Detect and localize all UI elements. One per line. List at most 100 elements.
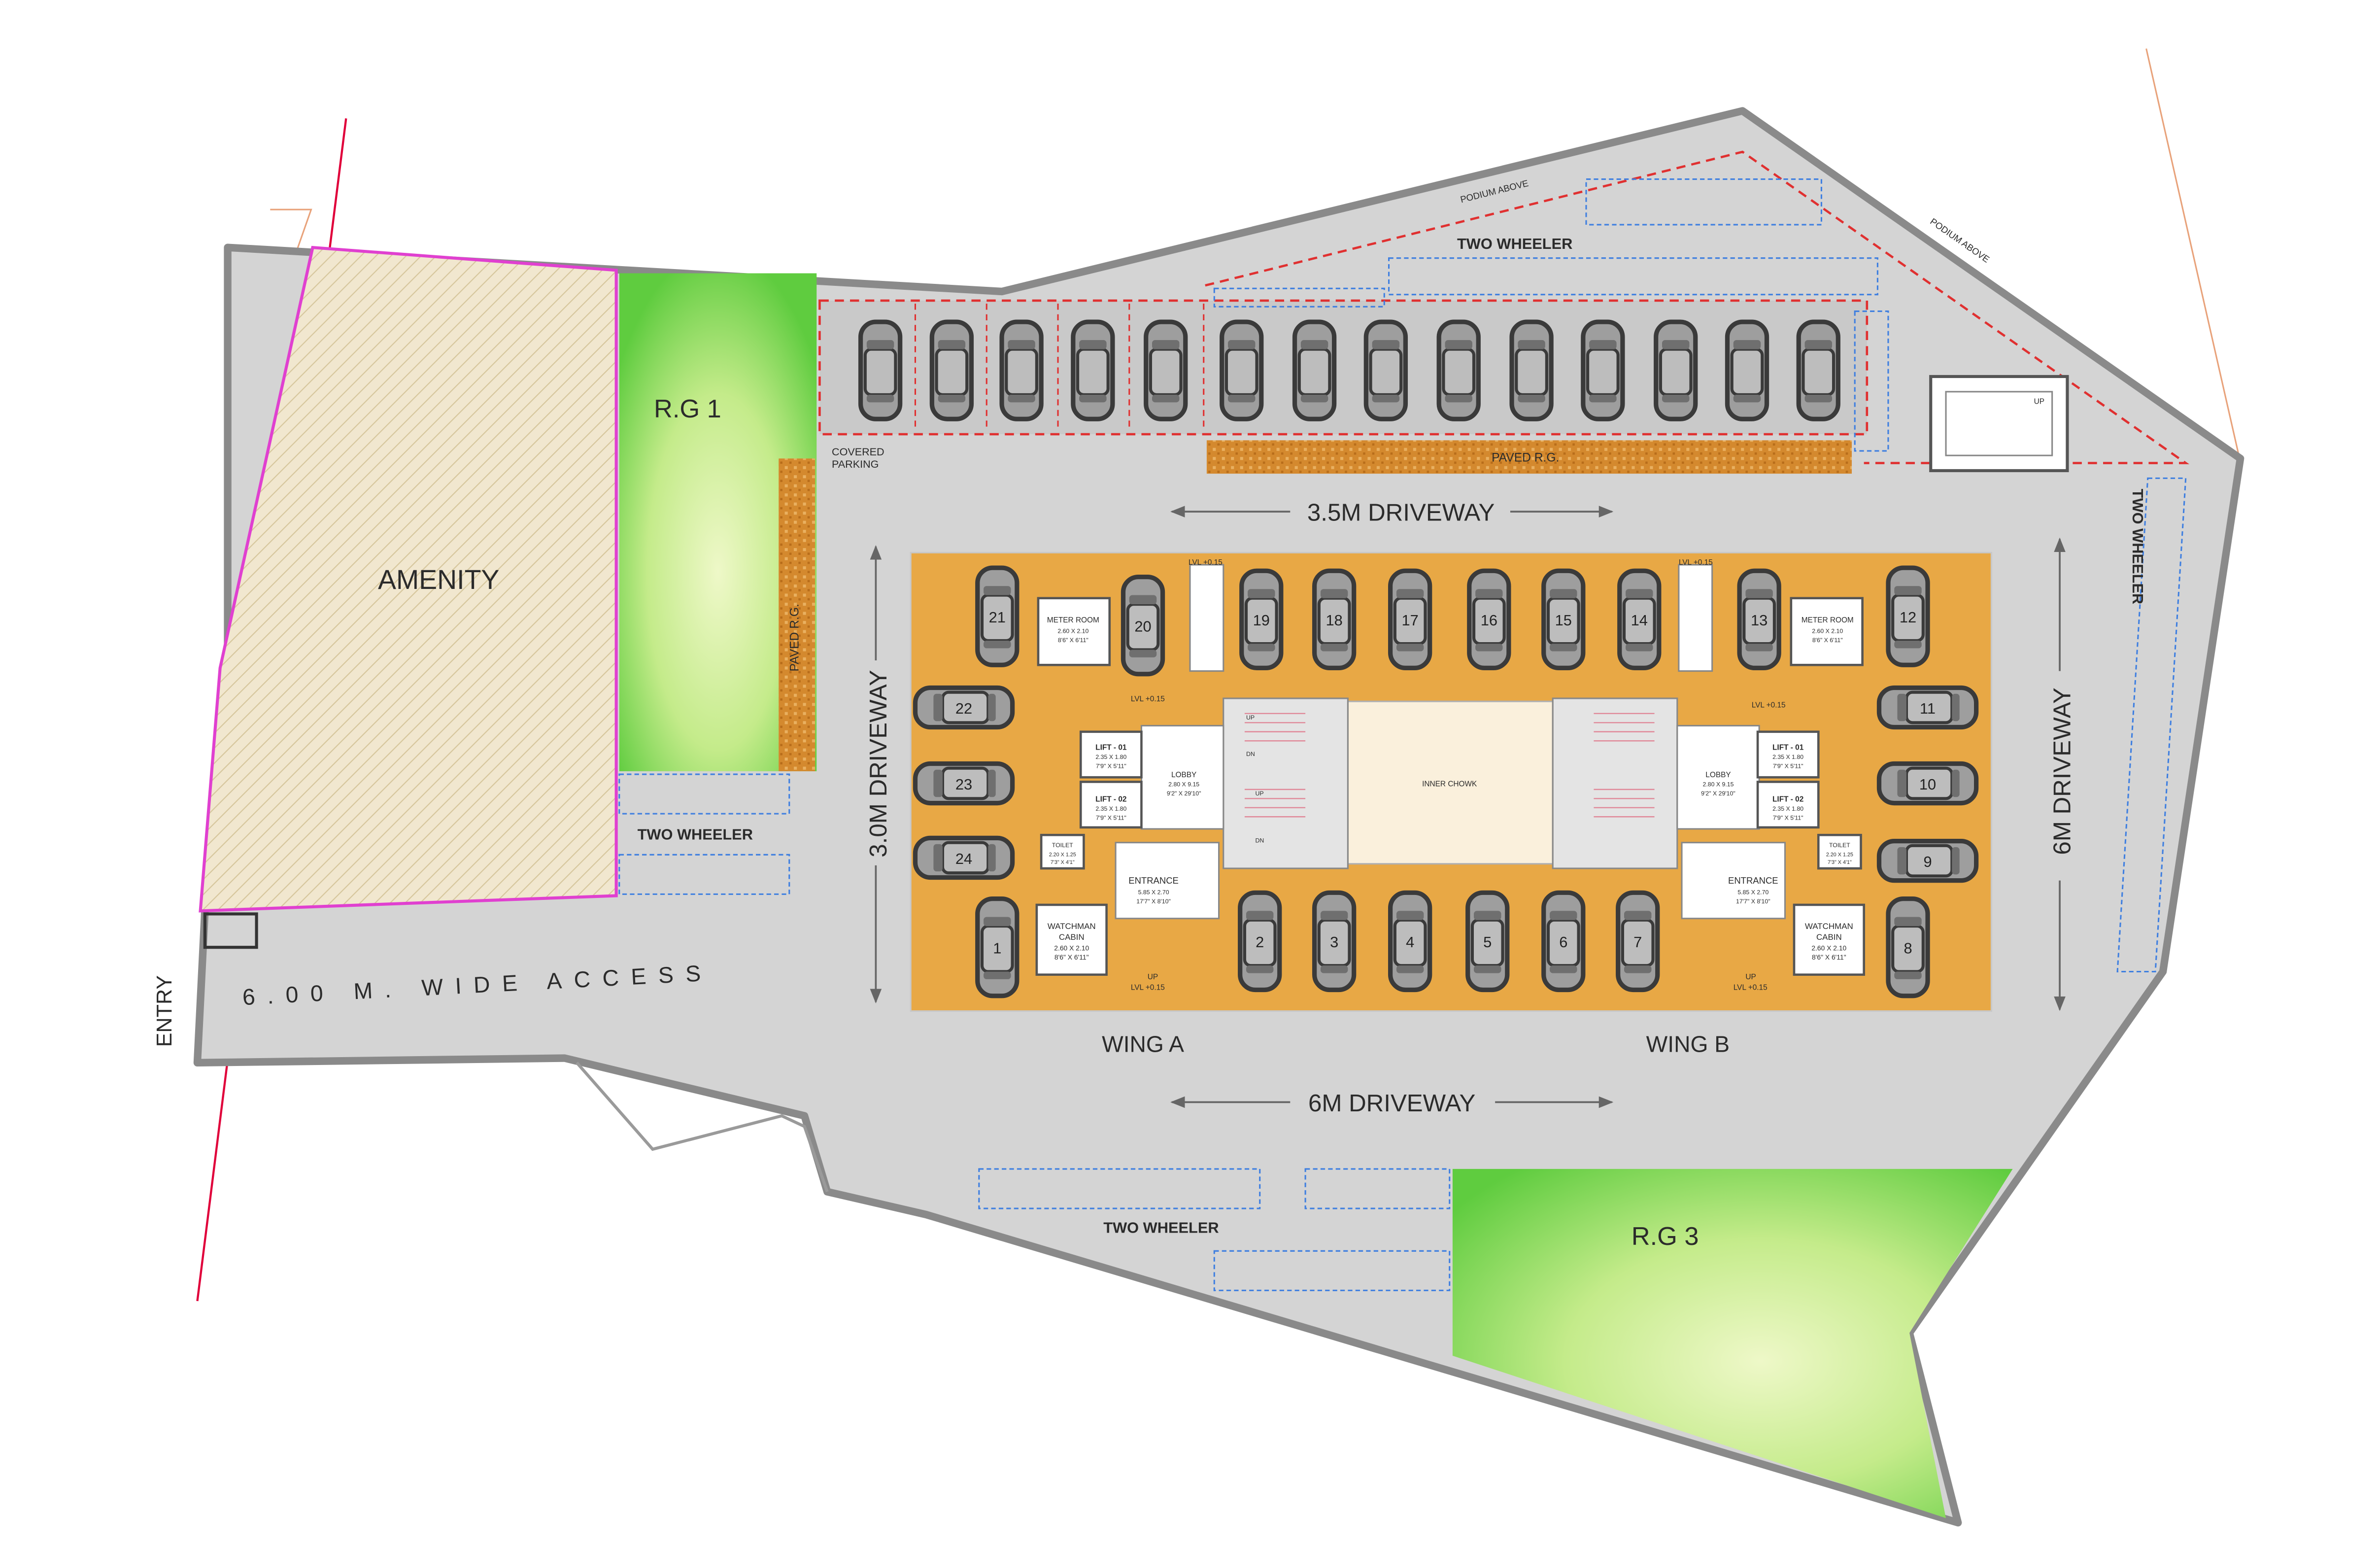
meter-room-a-dim: 2.60 X 2.10	[1057, 628, 1088, 635]
two-wheeler-bay-top	[1213, 178, 1889, 452]
paved-rg-strip-left	[779, 458, 816, 771]
entrance-b-name: ENTRANCE	[1728, 875, 1778, 886]
up-b-bot: UP	[1745, 973, 1756, 981]
lvl-a-bot: LVL +0.15	[1131, 983, 1165, 992]
two-wheeler-label-top: TWO WHEELER	[1457, 235, 1572, 252]
parking-number-22: 22	[955, 700, 972, 717]
lvl-b-bot: LVL +0.15	[1734, 983, 1768, 992]
lift-02-a-dim: 2.35 X 1.80	[1095, 805, 1126, 812]
toilet-b-dim: 2.20 X 1.25	[1826, 852, 1853, 858]
two-wheeler-label-right: TWO WHEELER	[2129, 489, 2146, 604]
wing-a-label: WING A	[1102, 1031, 1184, 1057]
covered-parking-area	[818, 299, 1869, 436]
entrance-a-imp: 17'7" X 8'10"	[1136, 898, 1171, 905]
lvl-b-mid: LVL +0.15	[1752, 701, 1786, 710]
two-wheeler-bay-left	[618, 773, 790, 895]
lobby-b-name: LOBBY	[1705, 771, 1731, 779]
driveway-35-label: 3.5M DRIVEWAY	[1307, 499, 1495, 526]
dn-a-stair2: DN	[1255, 837, 1264, 844]
podium-above-outline	[1205, 150, 2190, 464]
top-parking-bay-lines	[914, 304, 1205, 431]
stair-landing	[1945, 391, 2053, 456]
parking-number-18: 18	[1326, 612, 1343, 629]
lift-01-b-imp: 7'9" X 5'11"	[1773, 763, 1803, 770]
parking-number-2: 2	[1256, 933, 1264, 951]
toilet-a-imp: 7'3" X 4'1"	[1051, 859, 1075, 865]
staircases	[1244, 713, 1655, 818]
entrance-a-name: ENTRANCE	[1128, 875, 1179, 886]
lobby-a-dim: 2.80 X 9.15	[1168, 781, 1199, 788]
parking-number-6: 6	[1559, 933, 1567, 951]
watchman-b-name2: CABIN	[1816, 932, 1842, 942]
entry-gate	[203, 912, 258, 949]
toilet-b-name: TOILET	[1829, 842, 1850, 849]
watchman-a-dim: 2.60 X 2.10	[1054, 944, 1089, 952]
meter-room-a-imp: 8'6" X 6'11"	[1058, 637, 1088, 644]
lift-02-a-imp: 7'9" X 5'11"	[1096, 814, 1126, 821]
parking-number-14: 14	[1631, 612, 1648, 629]
parking-number-16: 16	[1481, 612, 1497, 629]
parking-number-5: 5	[1483, 933, 1492, 951]
up-a-stair: UP	[1246, 714, 1255, 721]
lvl-b-top: LVL +0.15	[1679, 558, 1713, 567]
parking-number-7: 7	[1633, 933, 1642, 951]
parking-number-1: 1	[993, 940, 1001, 957]
paved-rg-top	[1206, 440, 1852, 474]
lobby-b-imp: 9'2" X 29'10"	[1701, 790, 1735, 797]
two-wheeler-label-bottom: TWO WHEELER	[1103, 1219, 1219, 1236]
parking-number-12: 12	[1900, 609, 1916, 626]
meter-room-a-name: METER ROOM	[1047, 616, 1099, 624]
wing-b-core	[1552, 564, 1865, 976]
amenity-area	[199, 245, 618, 913]
lift-01-a-dim: 2.35 X 1.80	[1095, 754, 1126, 760]
driveway-6-right-label: 6M DRIVEWAY	[2049, 688, 2076, 855]
parking-number-4: 4	[1406, 933, 1414, 951]
wing-b-label: WING B	[1646, 1031, 1730, 1057]
lvl-a-mid: LVL +0.15	[1131, 695, 1165, 703]
dn-a-stair: DN	[1246, 751, 1255, 757]
covered-parking-label-1: COVERED	[832, 446, 884, 458]
covered-parking-label-2: PARKING	[832, 458, 879, 470]
rg3-lawn	[1452, 1169, 2013, 1518]
lift-01-b-name: LIFT - 01	[1772, 744, 1804, 752]
parking-number-13: 13	[1751, 612, 1768, 629]
parking-number-23: 23	[955, 776, 972, 793]
parking-number-8: 8	[1904, 940, 1912, 957]
watchman-b-name: WATCHMAN	[1805, 922, 1853, 931]
parking-number-20: 20	[1134, 618, 1151, 635]
lift-02-b-imp: 7'9" X 5'11"	[1773, 814, 1803, 821]
parking-number-24: 24	[955, 850, 972, 867]
rg3-label: R.G 3	[1632, 1222, 1699, 1251]
toilet-a-name: TOILET	[1052, 842, 1073, 849]
watchman-b-dim: 2.60 X 2.10	[1811, 944, 1846, 952]
watchman-a-imp: 8'6" X 6'11"	[1054, 953, 1089, 961]
watchman-b-imp: 8'6" X 6'11"	[1812, 953, 1846, 961]
lobby-b-dim: 2.80 X 9.15	[1702, 781, 1734, 788]
lvl-a-top: LVL +0.15	[1189, 558, 1223, 567]
up-a-stair2: UP	[1255, 790, 1263, 797]
lift-01-b-dim: 2.35 X 1.80	[1772, 754, 1803, 760]
paved-rg-top-label: PAVED R.G.	[1492, 451, 1559, 464]
parking-number-10: 10	[1919, 776, 1936, 793]
lift-02-a-name: LIFT - 02	[1095, 795, 1126, 803]
paved-rg-left-label: PAVED R.G.	[788, 604, 801, 671]
inner-chowk	[1347, 700, 1554, 865]
up-a-bot: UP	[1148, 973, 1158, 981]
parking-number-19: 19	[1253, 612, 1270, 629]
toilet-b-imp: 7'3" X 4'1"	[1828, 859, 1852, 865]
entrance-b-imp: 17'7" X 8'10"	[1736, 898, 1770, 905]
stair-up-label: UP	[2034, 397, 2044, 406]
watchman-a-name: WATCHMAN	[1048, 922, 1096, 931]
wing-a-core	[1035, 564, 1349, 976]
driveway-6-bottom-label: 6M DRIVEWAY	[1308, 1090, 1475, 1117]
rg1-label: R.G 1	[654, 395, 721, 423]
toilet-a-dim: 2.20 X 1.25	[1049, 852, 1076, 858]
lobby-a-imp: 9'2" X 29'10"	[1167, 790, 1201, 797]
lift-01-a-imp: 7'9" X 5'11"	[1096, 763, 1126, 770]
lobby-a-name: LOBBY	[1171, 771, 1196, 779]
parking-number-15: 15	[1555, 612, 1572, 629]
parking-number-21: 21	[989, 609, 1006, 626]
parking-number-9: 9	[1923, 853, 1932, 870]
